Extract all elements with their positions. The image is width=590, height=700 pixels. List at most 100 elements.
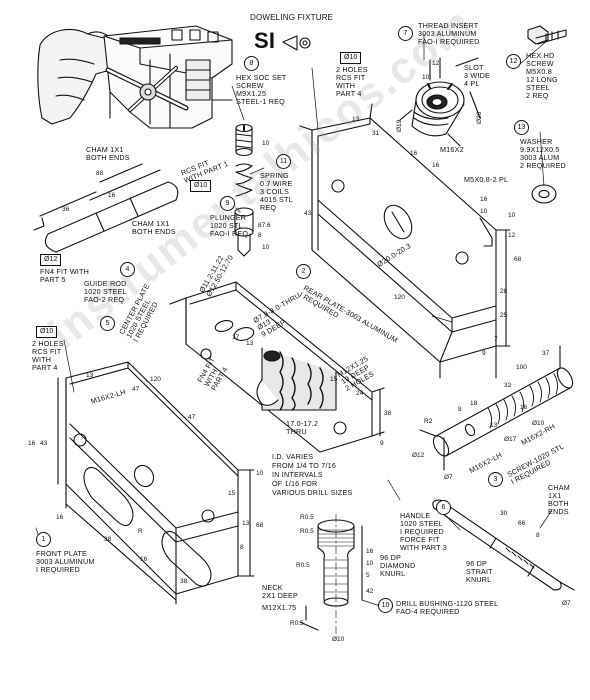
part-7-balloon: 7 (398, 26, 413, 41)
front-dim-38b: 38 (180, 578, 188, 585)
rear-dim-9: 9 (482, 350, 486, 357)
set-screw-drawing (235, 123, 253, 157)
center-dim-15: 15 (330, 376, 338, 383)
rear-dim-25: 25 (500, 312, 508, 319)
d10-box-c: Ø10 (36, 326, 58, 338)
part-5-balloon: 5 (100, 316, 115, 331)
screw-dim-100: 100 (516, 364, 527, 371)
screw-dim-8: 8 (458, 406, 462, 413)
rear-dim-13: 13 (352, 116, 360, 123)
d10-box-a: Ø10 (190, 180, 212, 192)
screw-dim-d10: Ø10 (532, 420, 545, 427)
spring-drawing (235, 163, 253, 197)
rear-dim-10: 10 (508, 212, 516, 219)
d12-box: Ø12 (40, 254, 62, 266)
front-dim-47b: 47 (188, 414, 196, 421)
bushing-dim-d10: Ø10 (332, 636, 345, 643)
m16x2-label: M16X2 (440, 145, 464, 154)
front-dim-13: 13 (86, 372, 94, 379)
rear-dim-120: 120 (394, 294, 405, 301)
rear-plate-drawing (299, 103, 511, 379)
screw-dim-13: 13 (490, 422, 498, 429)
rear-dim-43: 43 (304, 210, 312, 217)
washer-drawing (531, 184, 557, 204)
front-dim-38a: 38 (104, 536, 112, 543)
bushing-r05-a: R0.5 (300, 514, 314, 521)
front-dim-43: 43 (40, 440, 48, 447)
front-dim-120: 120 (150, 376, 161, 383)
fixture-title: DOWELING FIXTURE (250, 13, 334, 22)
part-13-balloon: 13 (514, 120, 529, 135)
front-dim-16b: 16 (56, 514, 64, 521)
screw-dim-18: 18 (470, 400, 478, 407)
screw-dim-d17: Ø17 (504, 436, 517, 443)
plunger-dim-10: 10 (262, 244, 270, 251)
insert-dim-12: 12 (432, 60, 440, 67)
set-screw-dim-10: 10 (262, 140, 270, 147)
front-plate-drawing (57, 361, 255, 605)
rear-dim-16b: 16 (432, 162, 440, 169)
d10-box-b: Ø10 (340, 52, 362, 64)
insert-dim-d26: Ø26 (476, 111, 483, 124)
front-dim-15: 15 (228, 490, 236, 497)
rear-dim-16a: 16 (410, 150, 418, 157)
center-dim-38: 38 (384, 410, 392, 417)
rod-dim-36: 36 (62, 206, 70, 213)
plunger-dim-8: 8 (258, 232, 262, 239)
screw-drawing (419, 345, 574, 471)
bushing-dim-16: 16 (366, 548, 374, 555)
handle-dim-8: 8 (536, 532, 540, 539)
part-9-balloon: 9 (220, 196, 235, 211)
screw-dim-32: 32 (504, 382, 512, 389)
plunger-drawing (234, 207, 254, 257)
si-label: SI (254, 28, 276, 53)
bushing-dim-5: 5 (366, 572, 370, 579)
center-dim-13: 13 (246, 340, 254, 347)
rod-dim-16: 16 (108, 192, 116, 199)
screw-dim-37: 37 (542, 350, 550, 357)
hex-screw-drawing (527, 25, 567, 45)
handle-dim-66: 66 (518, 520, 526, 527)
hand-illustration (37, 25, 233, 129)
rod-dim-88: 88 (96, 170, 104, 177)
screw-dim-d12: Ø12 (412, 452, 425, 459)
rear-dim-7: 7 (494, 336, 498, 343)
part-1-balloon: 1 (36, 532, 51, 547)
part-3-balloon: 3 (488, 472, 503, 487)
front-dim-r: R (138, 528, 143, 535)
bushing-r05-b: R0.5 (300, 528, 314, 535)
front-dim-16a: 16 (28, 440, 36, 447)
rear-dim-68: 68 (514, 256, 522, 263)
bushing-r05-c: R0.5 (296, 562, 310, 569)
front-dim-47a: 47 (132, 386, 140, 393)
rear-dim-10b: 10 (480, 208, 488, 215)
part-12-balloon: 12 (506, 54, 521, 69)
center-plate-drawing (169, 281, 385, 453)
guide-rod-drawing (33, 163, 179, 253)
drill-bushing-drawing (299, 513, 363, 641)
center-dim-17: 17 (232, 334, 240, 341)
screw-dim-r2: R2 (424, 418, 433, 425)
screw-dim-16: 16 (520, 404, 528, 411)
bushing-r05-d: R0.5 (290, 620, 304, 627)
front-dim-68: 68 (256, 522, 264, 529)
bushing-dim-10: 10 (366, 560, 374, 567)
m5-thread-note: M5X0.8-2 PL (464, 175, 509, 184)
